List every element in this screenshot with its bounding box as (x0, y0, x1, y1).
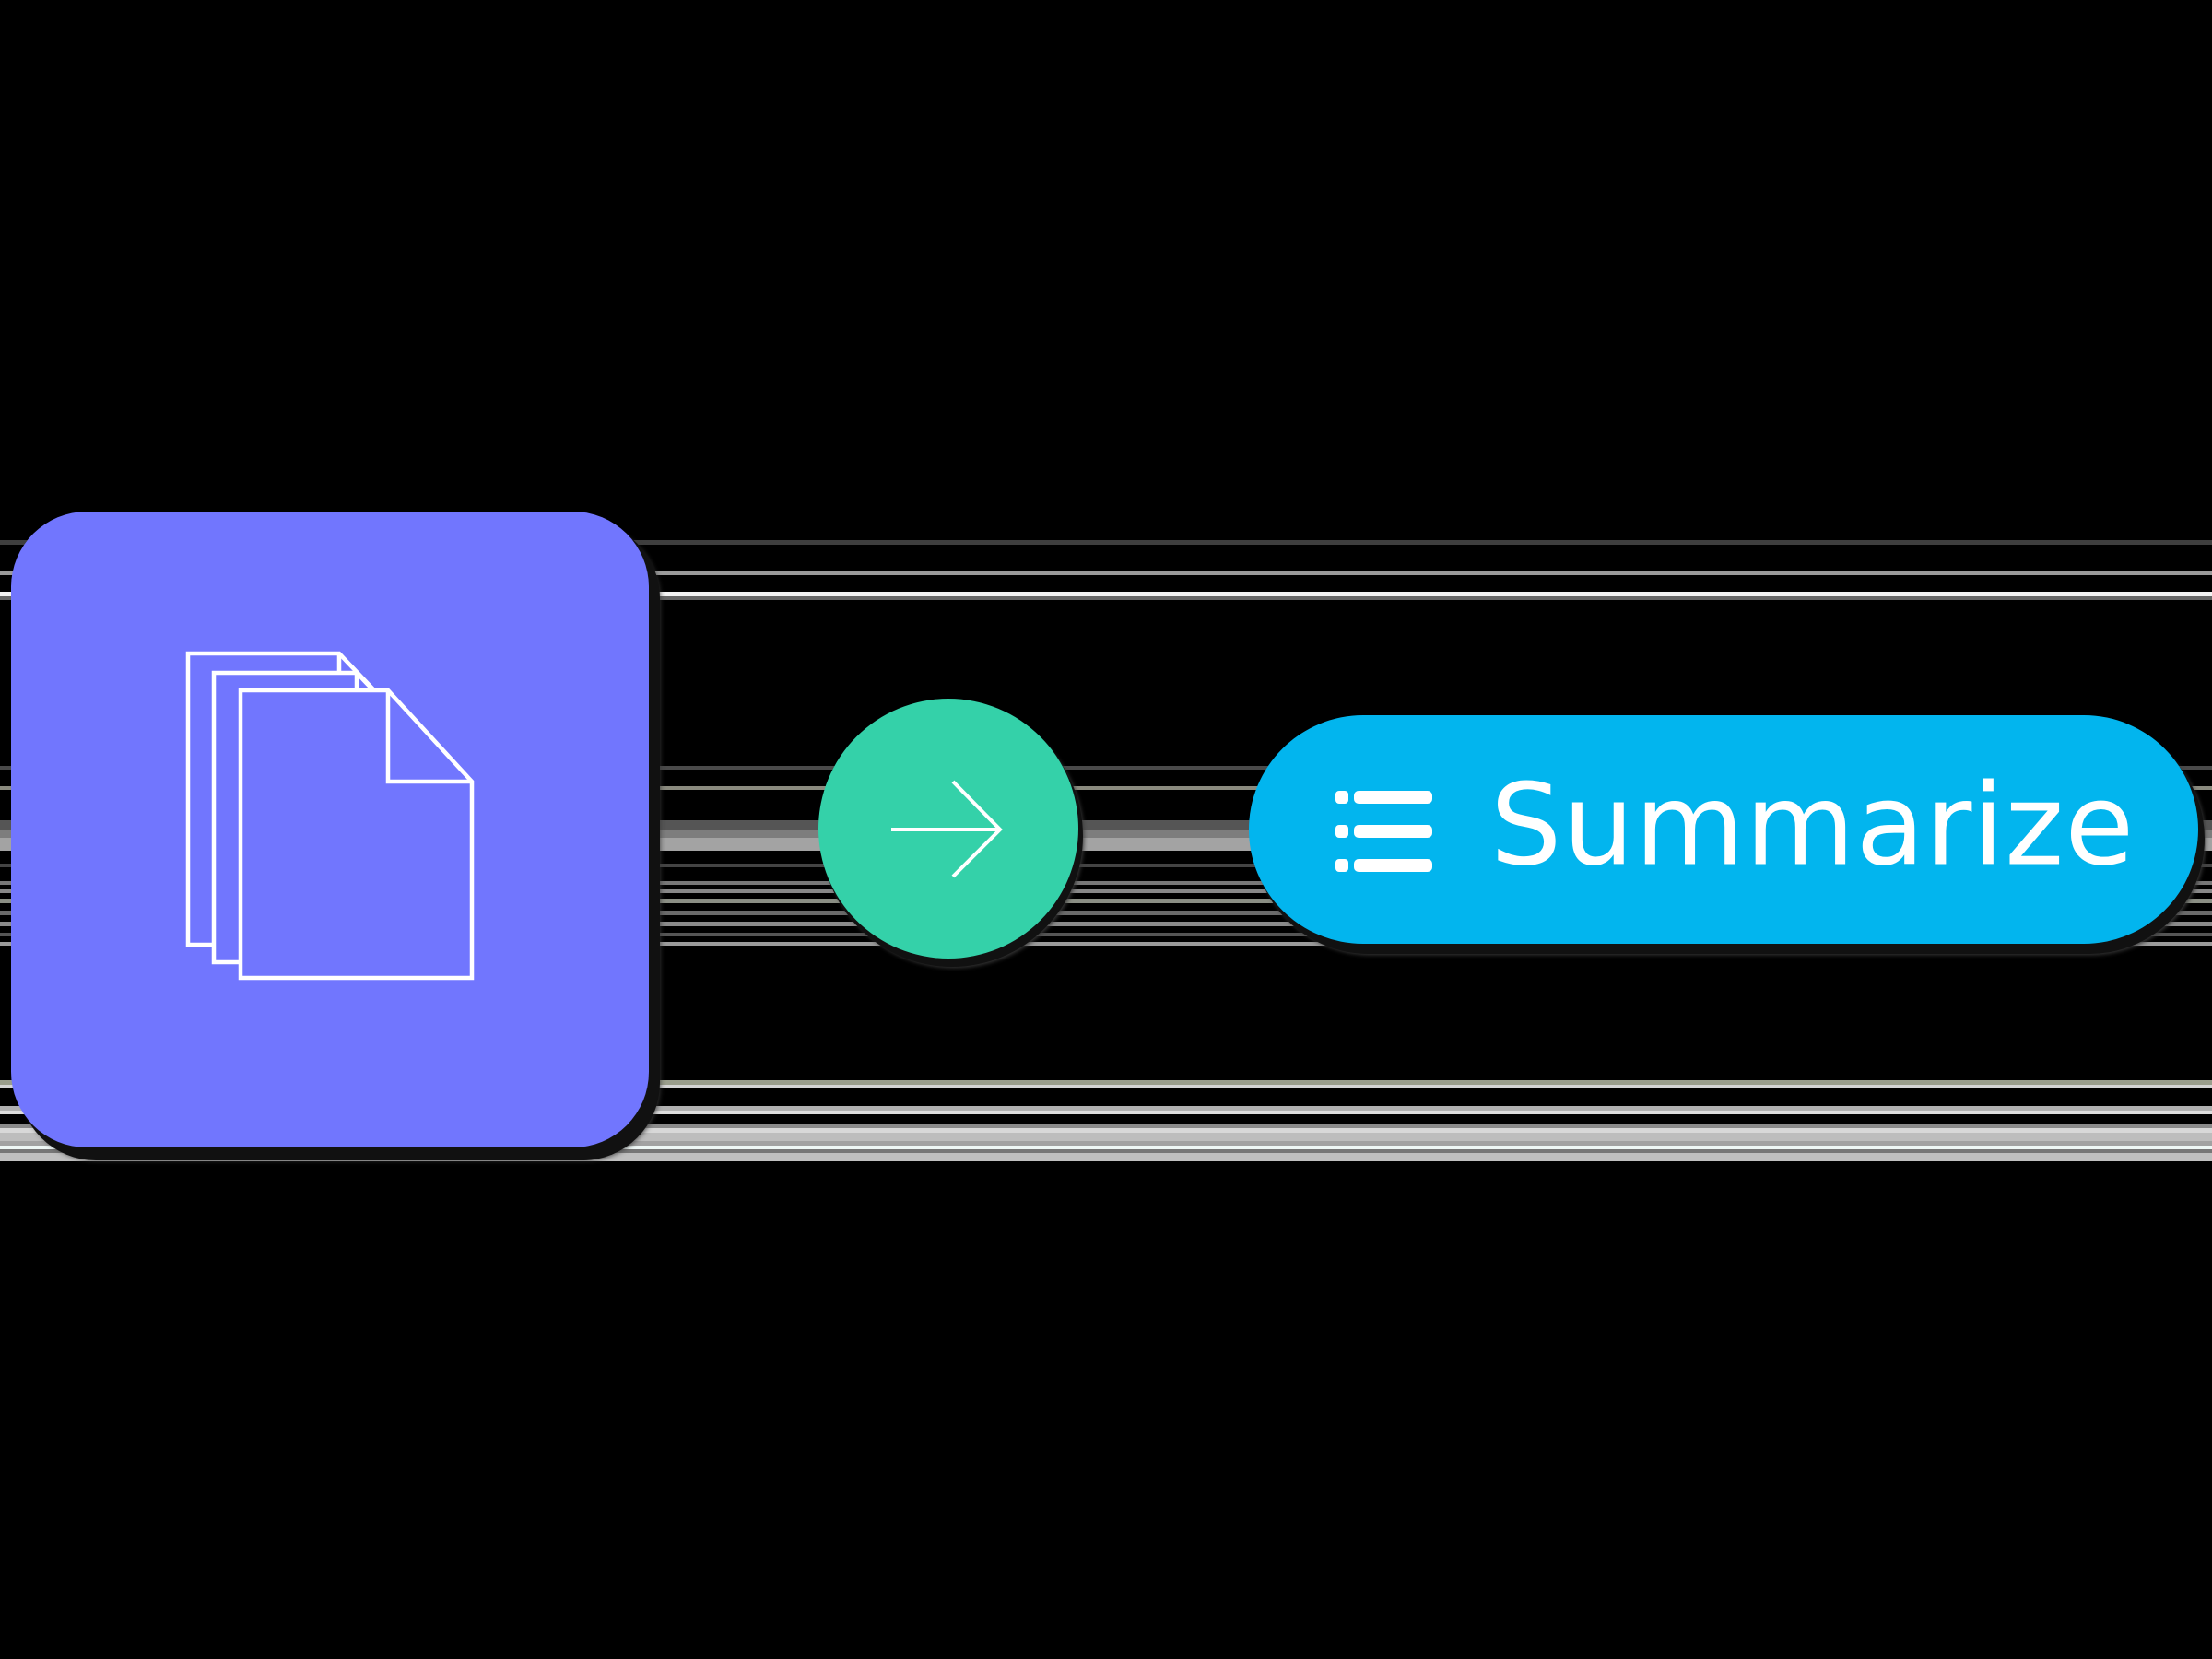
background-stripe (0, 1149, 2212, 1153)
background-stripe (0, 596, 2212, 600)
arrow-right-icon (891, 780, 1003, 878)
stacked-documents-icon (185, 651, 475, 981)
documents-card (11, 512, 649, 1147)
background-stripe (0, 766, 2212, 770)
background-stripe (0, 881, 2212, 885)
background-stripe (0, 1128, 2212, 1133)
list-icon (1335, 791, 1432, 872)
background-stripe (0, 889, 2212, 893)
background-stripe (0, 1111, 2212, 1114)
summarize-label: Summarize (1490, 759, 2136, 891)
background-stripe (0, 1146, 2212, 1149)
background-stripe (0, 1153, 2212, 1161)
background-stripe (0, 1133, 2212, 1141)
background-stripe (0, 786, 2212, 790)
background-stripe (0, 1085, 2212, 1088)
background-stripe (0, 933, 2212, 936)
background-stripe (0, 899, 2212, 903)
background-stripe (0, 922, 2212, 926)
background-stripe (0, 1080, 2212, 1085)
background-stripe (0, 540, 2212, 545)
background-stripe (0, 571, 2212, 575)
background-stripe (0, 592, 2212, 596)
background-stripe (0, 820, 2212, 830)
background-stripe (0, 830, 2212, 838)
background-stripe (0, 864, 2212, 867)
background-stripe (0, 1106, 2212, 1111)
background-stripe (0, 911, 2212, 915)
background-stripe (0, 1124, 2212, 1128)
summarize-button[interactable]: Summarize (1249, 715, 2198, 944)
arrow-connector (818, 699, 1078, 959)
background-stripe (0, 1141, 2212, 1146)
background-stripe (0, 942, 2212, 946)
